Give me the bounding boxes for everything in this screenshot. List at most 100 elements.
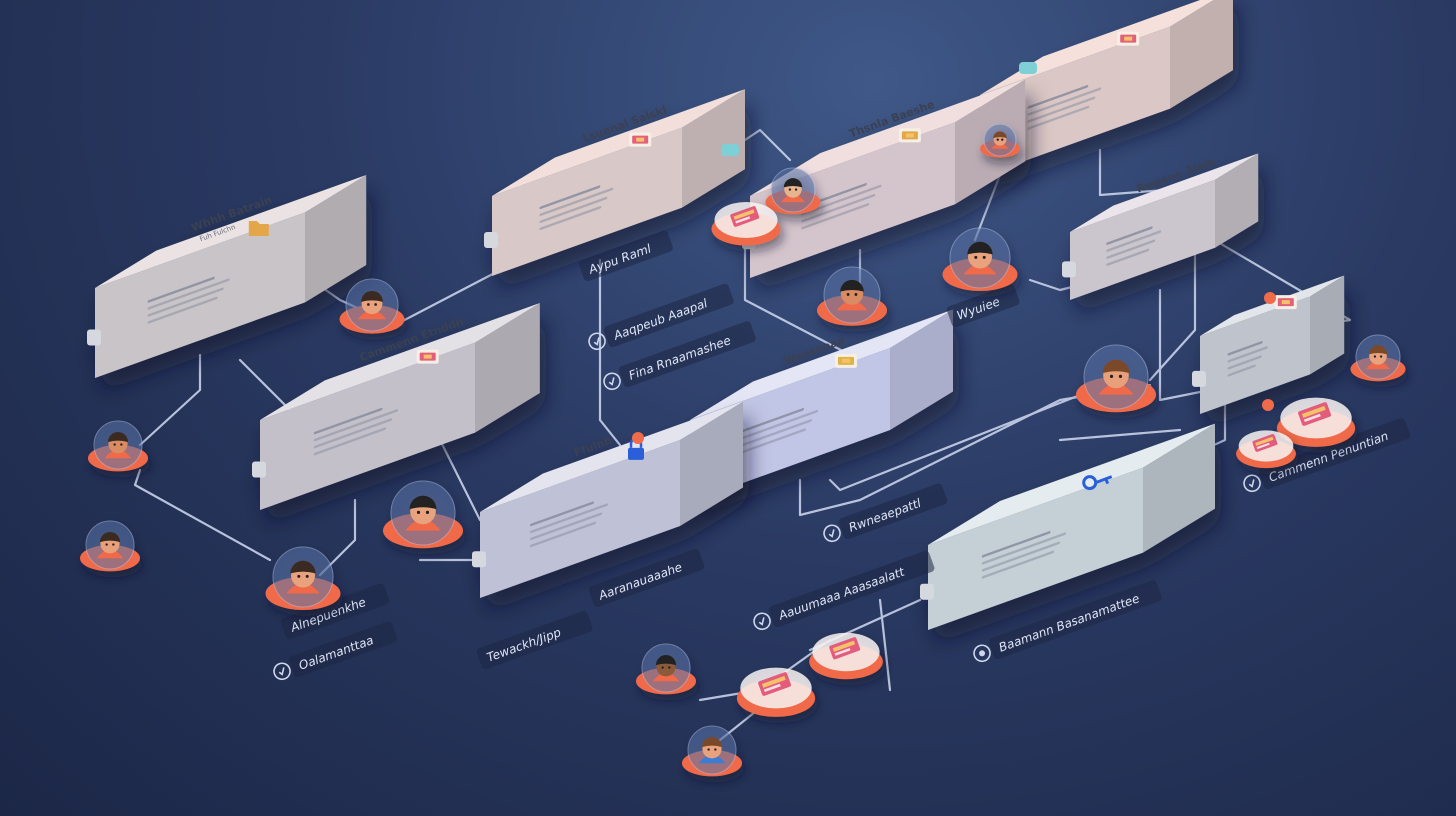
label-l7[interactable]: Tewackh/Jipp: [476, 610, 594, 670]
label-l6[interactable]: Aaranauaaahe: [588, 548, 706, 608]
node-port: [920, 583, 934, 600]
node-port: [472, 551, 486, 568]
node-text-line: [539, 185, 601, 210]
avatar-a13[interactable]: [980, 123, 1020, 158]
process-node-n6[interactable]: Rwasue Alem: [1062, 153, 1259, 300]
avatar-a1[interactable]: [339, 278, 405, 334]
node-text-line: [981, 541, 1061, 572]
avatar-hair: [655, 655, 677, 666]
node-text-lines: [1106, 226, 1162, 266]
node-front-face: [95, 212, 305, 378]
avatar-hair: [290, 560, 316, 574]
node-text-line: [147, 296, 218, 324]
avatar-a7[interactable]: [942, 227, 1018, 291]
avatar-a6[interactable]: [817, 266, 887, 326]
node-front-face: [1200, 296, 1310, 414]
node-text-line: [1227, 346, 1268, 363]
key-icon: [1082, 475, 1113, 491]
avatar-a2[interactable]: [88, 420, 148, 472]
node-text-line: [1106, 248, 1150, 266]
label-l12[interactable]: Aauumaaa Aaasaalatt: [751, 550, 936, 635]
avatar-body: [991, 143, 1009, 149]
avatar-hair: [783, 178, 803, 188]
avatar-hair: [409, 495, 437, 510]
avatar-a8[interactable]: [1076, 344, 1156, 413]
process-node-n5[interactable]: Cammenn Etnddh: [252, 303, 540, 510]
node-text-line: [981, 532, 1067, 565]
connector: [1148, 238, 1197, 382]
process-node-n4[interactable]: [972, 0, 1233, 177]
node-side-face: [680, 401, 743, 526]
node-text-line: [313, 427, 387, 456]
document-badge-d1[interactable]: [711, 202, 781, 246]
avatar-a5[interactable]: [383, 480, 463, 549]
document-badge-d5[interactable]: [809, 632, 883, 680]
package-icon: [629, 132, 652, 147]
process-node-n10[interactable]: [920, 423, 1215, 630]
node-top-face: [1070, 153, 1259, 232]
status-dot: [1262, 399, 1274, 411]
node-top-face: [980, 0, 1214, 95]
node-text-line: [147, 276, 215, 303]
document-icon: [829, 637, 861, 660]
node-text-line: [1227, 364, 1256, 377]
avatar-a11[interactable]: [636, 643, 696, 695]
node-text-line: [801, 203, 870, 230]
node-text-line: [539, 187, 614, 217]
connector: [133, 468, 272, 562]
process-node-n2[interactable]: Lsuanal Salskl: [484, 89, 745, 276]
process-node-n9[interactable]: [1192, 275, 1345, 415]
package-icon: [416, 349, 439, 364]
connector: [1058, 428, 1182, 442]
document-icon: [1298, 402, 1331, 426]
avatar-hair: [99, 532, 121, 543]
avatar-hair: [1368, 345, 1388, 355]
node-front-face: [750, 122, 955, 278]
avatar-a10[interactable]: [1350, 334, 1406, 382]
node-top-face: [928, 423, 1215, 545]
node-text-lines: [981, 530, 1067, 579]
package-icon: [1117, 31, 1140, 46]
node-text-line: [530, 521, 596, 548]
connector: [878, 598, 892, 692]
connector-tag: [721, 144, 739, 156]
package-icon: [1274, 295, 1297, 310]
avatar-body: [963, 264, 997, 275]
connector: [1158, 288, 1212, 402]
avatar-hair: [361, 290, 383, 302]
node-text-line: [530, 501, 594, 527]
node-top-face: [690, 309, 953, 420]
avatar-body: [652, 672, 680, 682]
label-text: Fina Rnaamashee: [627, 333, 733, 383]
node-front-face: [980, 26, 1170, 177]
label-plate: [476, 610, 593, 670]
label-plate: [280, 583, 390, 640]
node-top-face: [480, 401, 743, 512]
document-badge-d2[interactable]: [1276, 397, 1356, 447]
avatar-a9[interactable]: [765, 167, 821, 215]
avatar-a12[interactable]: [682, 725, 742, 777]
avatar-body: [1365, 361, 1391, 370]
check-icon: [603, 372, 621, 391]
avatar-a3[interactable]: [80, 520, 140, 572]
node-text-line: [981, 550, 1055, 579]
node-side-face: [1215, 153, 1259, 248]
node-text-lines: [539, 185, 614, 231]
node-side-face: [1310, 275, 1345, 375]
doc-badges: [632, 62, 1356, 717]
node-text-lines: [1227, 341, 1268, 377]
label-plate: [578, 230, 673, 282]
package-icon: [898, 128, 921, 143]
document-badge-d4[interactable]: [736, 667, 816, 717]
process-node-n8[interactable]: Ffulnh: [472, 401, 743, 599]
label-l5[interactable]: Rwneaepattl: [821, 482, 949, 546]
node-text-line: [740, 408, 804, 433]
node-text-line: [147, 287, 224, 317]
document-badge-d3[interactable]: [1236, 430, 1296, 469]
node-text-lines: [740, 408, 818, 454]
node-port: [484, 232, 498, 248]
avatar-a4[interactable]: [265, 546, 341, 610]
